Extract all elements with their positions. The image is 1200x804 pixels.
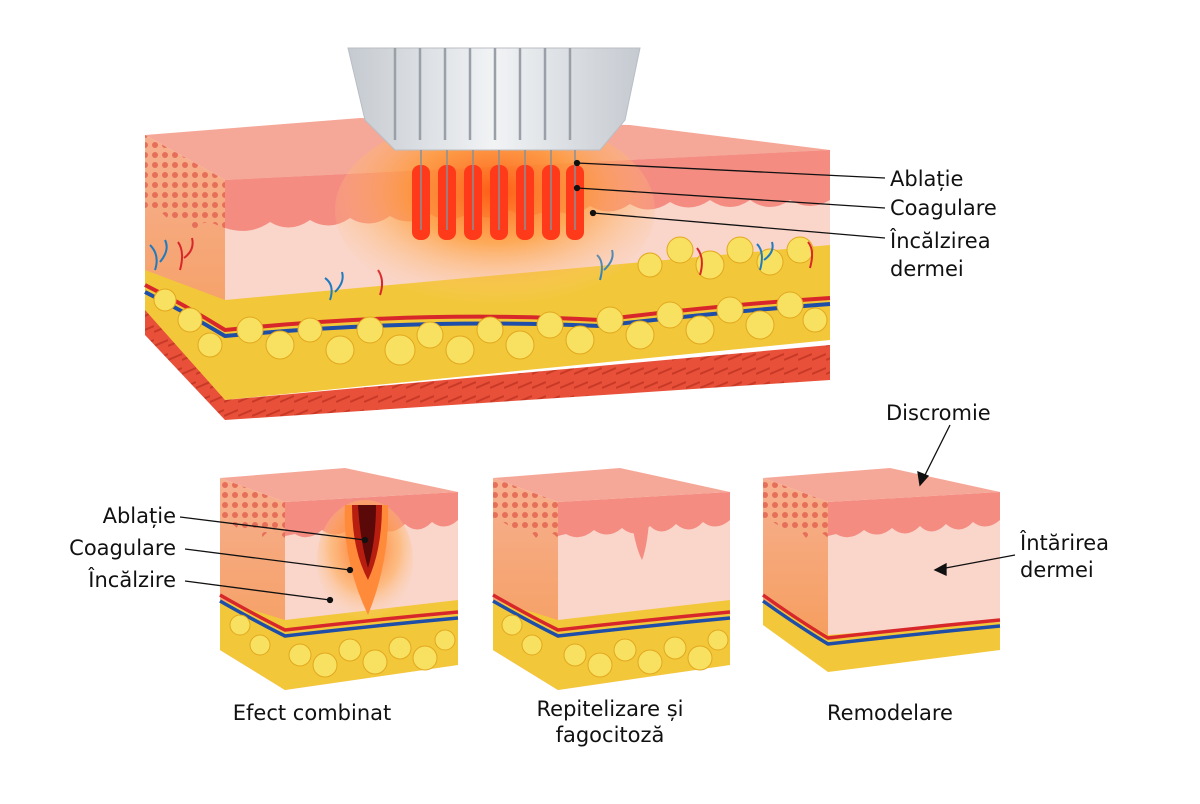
label-top-incalzire-2: dermei [890, 257, 964, 281]
caption-repitelizare-2: fagocitoză [555, 723, 665, 747]
front-epidermis [145, 135, 225, 230]
block-combined [179, 468, 459, 690]
label-top-ablatie: Ablație [890, 167, 964, 191]
muscle-layer [145, 310, 830, 420]
label-top-incalzire-1: Încălzirea [890, 229, 991, 253]
label-intarire-1: Întărirea [1020, 531, 1110, 555]
block-reepithelization [492, 468, 731, 690]
label-discromie: Discromie [886, 401, 991, 425]
label-combined-ablatie: Ablație [102, 504, 176, 528]
caption-remodelare: Remodelare [827, 701, 953, 725]
caption-efect-combinat: Efect combinat [232, 701, 392, 725]
fat-cells [153, 236, 828, 366]
label-combined-coagulare: Coagulare [69, 536, 176, 560]
main-skin-block [144, 47, 886, 420]
block-remodeling [761, 424, 1016, 672]
caption-repitelizare-1: Repitelizare și [536, 697, 684, 721]
label-intarire-2: dermei [1020, 558, 1094, 582]
label-top-coagulare: Coagulare [890, 196, 997, 220]
label-combined-incalzire: Încălzire [88, 568, 176, 592]
top-leader-lines [573, 159, 886, 239]
